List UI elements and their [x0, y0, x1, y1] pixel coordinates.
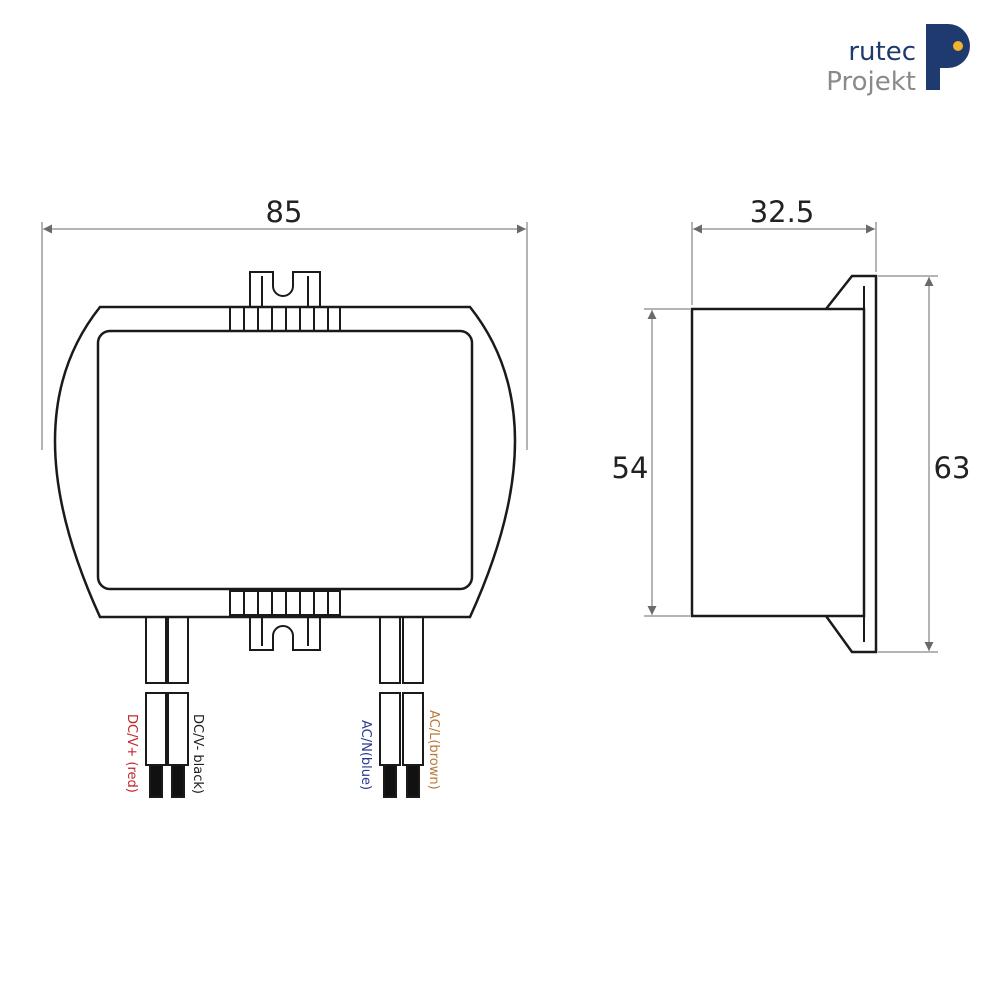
wire-label-dc-plus: DC/V+ (red): [124, 714, 139, 793]
rutec-logo: rutec Projekt: [826, 24, 970, 97]
wire-dc-minus: [167, 616, 189, 798]
wire-dc-plus: [145, 616, 167, 798]
logo-text-projekt: Projekt: [826, 67, 916, 97]
wire-ac-n: [379, 616, 401, 798]
wire-label-ac-l: AC/L(brown): [426, 710, 441, 790]
dimension-side-depth: 32.5: [691, 195, 877, 305]
side-flange: [824, 274, 878, 654]
side-body: [690, 307, 866, 618]
side-view: [690, 274, 878, 654]
dimension-body-height: 54: [612, 308, 690, 617]
wire-label-dc-minus: DC/V- black): [190, 714, 205, 794]
wire-label-ac-n: AC/N(blue): [358, 720, 373, 790]
wire-labels: DC/V+ (red) DC/V- black) AC/N(blue) AC/L…: [124, 710, 441, 794]
top-mounting-tab: [229, 271, 341, 332]
dimension-front-width-label: 85: [266, 195, 303, 229]
dimension-total-height-label: 63: [934, 451, 971, 485]
dimension-total-height: 63: [878, 275, 971, 653]
housing-outline: [53, 305, 517, 619]
front-view: [53, 271, 517, 798]
logo-text-rutec: rutec: [848, 37, 916, 67]
bottom-mounting-tab: [229, 590, 341, 651]
wire-ac-l: [402, 616, 424, 798]
front-plate: [96, 329, 474, 591]
dimension-front-width: 85: [41, 195, 528, 450]
logo-mark-icon: [926, 24, 970, 90]
dimension-side-depth-label: 32.5: [750, 195, 815, 229]
dimension-body-height-label: 54: [612, 451, 649, 485]
